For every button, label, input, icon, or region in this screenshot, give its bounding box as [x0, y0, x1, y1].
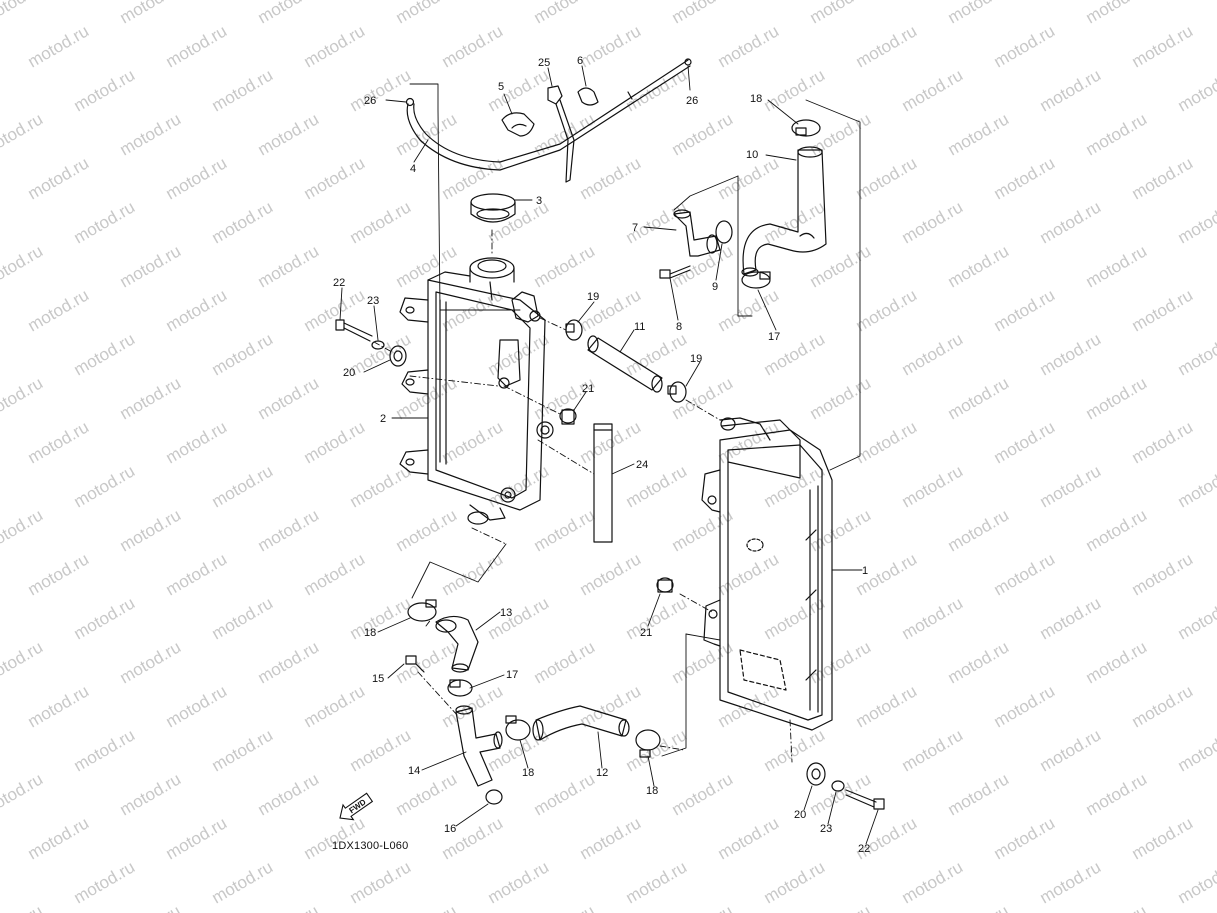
callout-18-lower-b: 18 [522, 767, 534, 779]
callout-20-right: 20 [794, 809, 806, 821]
callout-6: 6 [577, 55, 583, 67]
callout-2: 2 [380, 413, 386, 425]
diagram-code: 1DX1300-L060 [332, 840, 409, 852]
bolt-22-left [335, 319, 373, 342]
clamp-18-lower-c [635, 729, 661, 758]
union-7 [673, 209, 721, 257]
callout-16: 16 [444, 823, 456, 835]
callout-18-lower-a: 18 [364, 627, 376, 639]
callout-13: 13 [500, 607, 512, 619]
callout-5: 5 [498, 81, 504, 93]
bolt-8 [659, 265, 691, 279]
bleed-bolt-15 [405, 655, 425, 673]
breather-hose [405, 58, 692, 171]
callout-22-right: 22 [858, 843, 870, 855]
hose-12 [532, 705, 630, 741]
clamp-17-top [741, 271, 771, 289]
callout-18-lower-c: 18 [646, 785, 658, 797]
callout-9: 9 [712, 281, 718, 293]
callout-4: 4 [410, 163, 416, 175]
oring-9 [715, 220, 733, 244]
callout-10: 10 [746, 149, 758, 161]
callout-22-left: 22 [333, 277, 345, 289]
clamp-19-a [565, 319, 583, 341]
clamp-18-top [791, 119, 821, 137]
right-radiator [701, 417, 833, 731]
clamp-18-lower-a [407, 599, 437, 622]
callout-20-left: 20 [343, 367, 355, 379]
callout-26-right: 26 [686, 95, 698, 107]
hose-clamp-5 [501, 112, 535, 137]
assembly-lines [373, 229, 793, 763]
union-14 [455, 705, 503, 787]
callout-3: 3 [536, 195, 542, 207]
left-radiator [399, 257, 554, 525]
washer-23-left [371, 340, 385, 350]
callout-15: 15 [372, 673, 384, 685]
callout-19-a: 19 [587, 291, 599, 303]
leader-lines [339, 65, 879, 845]
clamp-18-lower-b [505, 715, 531, 741]
grommet-20-left [389, 345, 407, 367]
callout-12: 12 [596, 767, 608, 779]
oring-16 [485, 789, 503, 805]
callout-11: 11 [634, 321, 645, 333]
callout-18-top: 18 [750, 93, 762, 105]
collar-21-b [656, 577, 674, 593]
frame-lines [409, 83, 861, 757]
forward-arrow-icon: FWD [339, 792, 374, 821]
callout-labels: 26 4 5 25 6 26 3 18 10 7 9 8 17 22 23 19… [333, 55, 870, 855]
callout-17-lower: 17 [506, 669, 518, 681]
clamp-17-lower [447, 679, 473, 697]
callout-25: 25 [538, 57, 550, 69]
clip-6 [577, 87, 599, 106]
pipe-11 [587, 335, 663, 393]
bolt-22-right [845, 789, 885, 810]
callout-24: 24 [636, 459, 648, 471]
upper-hose [741, 146, 827, 277]
collar-21-a [559, 408, 577, 425]
clamp-19-b [667, 381, 687, 403]
callout-21-lower: 21 [640, 627, 652, 639]
callout-17-top: 17 [768, 331, 780, 343]
grommet-20-right [806, 762, 826, 786]
guard-24 [593, 423, 613, 543]
callout-19-b: 19 [690, 353, 702, 365]
washer-23-right [831, 780, 845, 792]
clip-25 [547, 85, 575, 183]
radiator-cap [470, 193, 516, 223]
callout-1: 1 [862, 565, 868, 577]
hose-13 [435, 615, 479, 673]
callout-26-left: 26 [364, 95, 376, 107]
callout-8: 8 [676, 321, 682, 333]
callout-23-right: 23 [820, 823, 832, 835]
callout-23-left: 23 [367, 295, 379, 307]
callout-14: 14 [408, 765, 420, 777]
callout-7: 7 [632, 222, 638, 234]
callout-21-upper: 21 [582, 383, 594, 395]
